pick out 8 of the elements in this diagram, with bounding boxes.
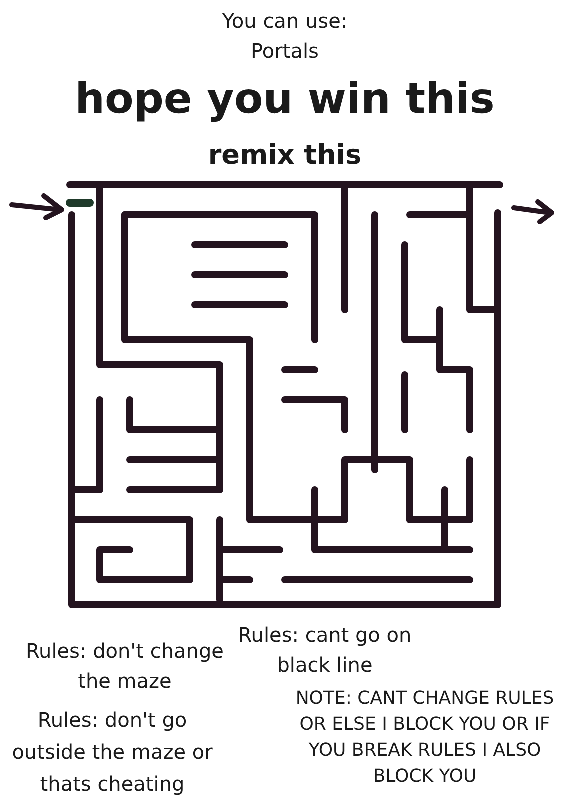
- subtitle-text: remix this: [207, 139, 363, 173]
- title-text: hope you win this: [74, 74, 496, 124]
- rule-text: Rules: don't change the maze: [25, 638, 225, 695]
- rule-text: Rules: don't go outside the maze or thats cheating: [11, 707, 214, 798]
- rule-text: Rules: cant go on black line: [237, 622, 413, 679]
- heading-text: Portals: [250, 38, 320, 64]
- heading-text: You can use:: [221, 8, 349, 34]
- note-text: NOTE: CANT CHANGE RULES OR ELSE I BLOCK YOU OR IF YOU BREAK RULES I ALSO BLOCK YOU: [294, 687, 556, 789]
